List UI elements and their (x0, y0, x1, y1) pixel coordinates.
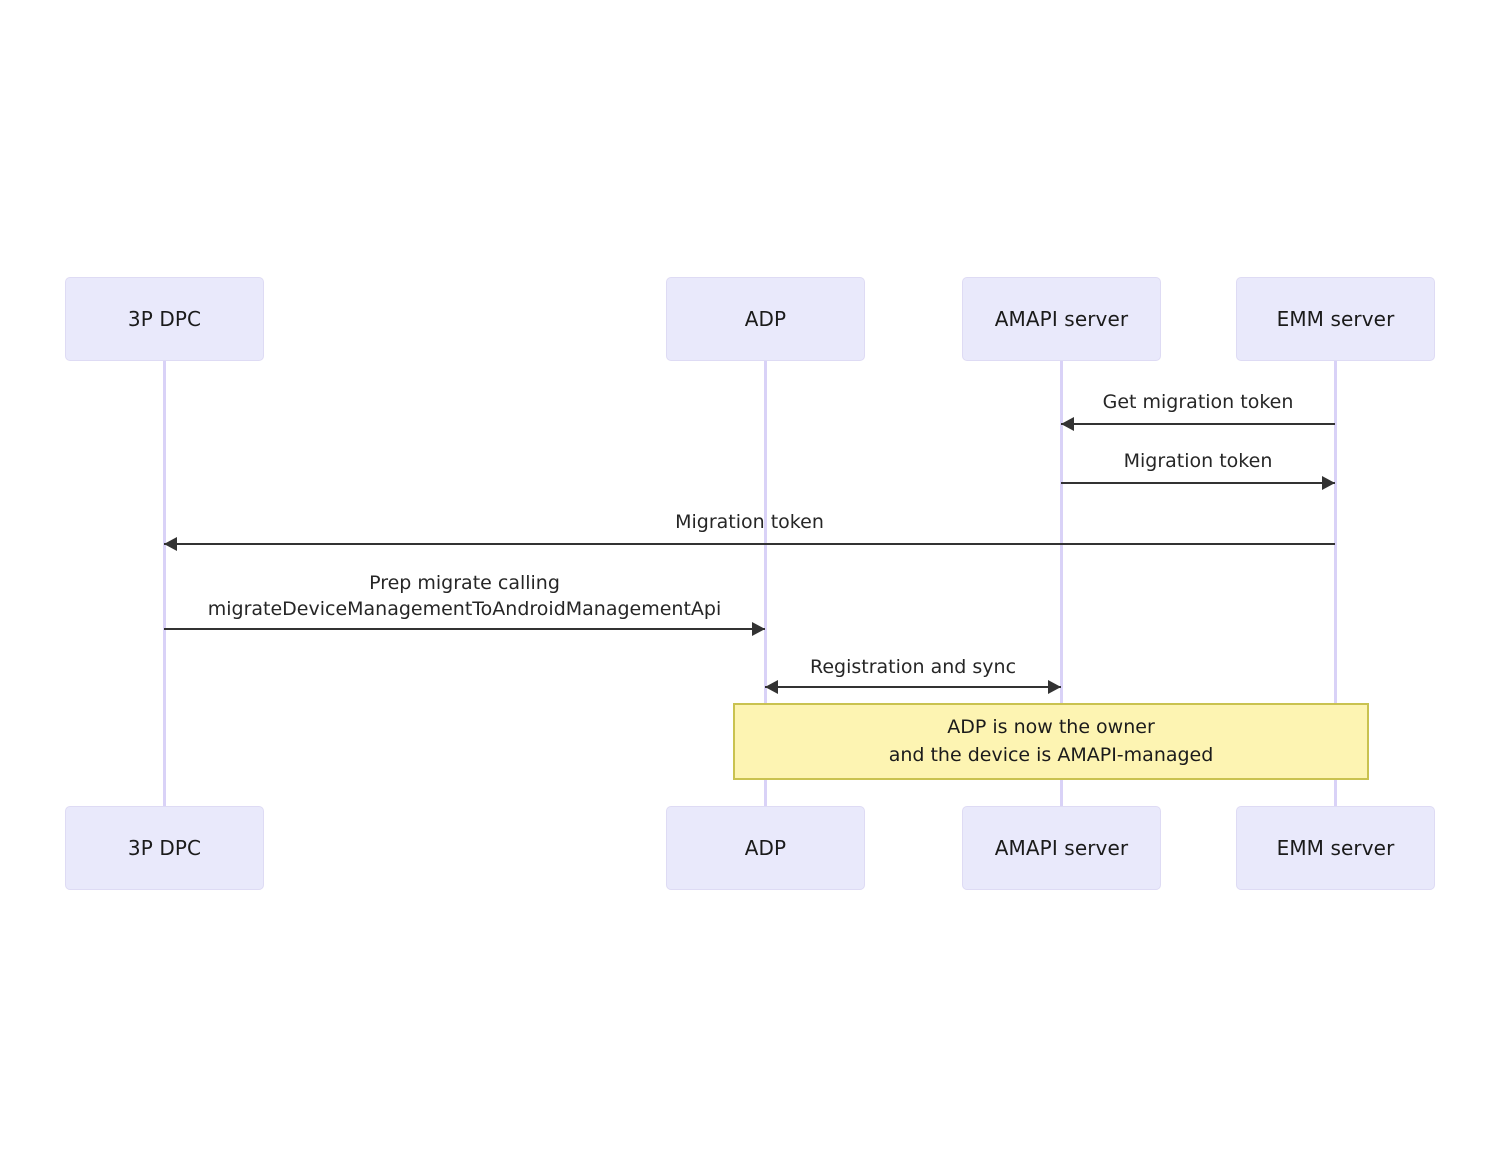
participant-box-bottom-dpc[interactable]: 3P DPC (65, 806, 264, 890)
participant-box-bottom-emm[interactable]: EMM server (1236, 806, 1435, 890)
arrow-head-left-m3 (164, 537, 177, 551)
participant-label-amapi: AMAPI server (994, 307, 1129, 331)
message-line-m3 (164, 543, 1335, 545)
arrow-head-right-m5 (1048, 680, 1061, 694)
note-n1: ADP is now the owner and the device is A… (733, 703, 1369, 780)
participant-label-adp: ADP (744, 307, 787, 331)
arrow-head-left-m1 (1061, 417, 1074, 431)
message-label-m2: Migration token (1123, 450, 1273, 472)
message-label-m3: Migration token (675, 511, 824, 533)
message-label-m1: Get migration token (1102, 391, 1294, 413)
message-line-m2 (1061, 482, 1335, 484)
participant-label-bottom-dpc: 3P DPC (127, 836, 202, 860)
lifeline-emm (1334, 361, 1337, 806)
participant-box-dpc[interactable]: 3P DPC (65, 277, 264, 361)
participant-label-dpc: 3P DPC (127, 307, 202, 331)
arrow-head-right-m4 (752, 622, 765, 636)
message-label-m4: Prep migrate calling migrateDeviceManage… (207, 572, 722, 620)
note-text-n1: ADP is now the owner and the device is A… (888, 715, 1214, 766)
participant-label-bottom-emm: EMM server (1276, 836, 1395, 860)
message-line-m4 (164, 628, 765, 630)
participant-label-emm: EMM server (1276, 307, 1395, 331)
participant-label-bottom-amapi: AMAPI server (994, 836, 1129, 860)
participant-box-bottom-amapi[interactable]: AMAPI server (962, 806, 1161, 890)
lifeline-adp (764, 361, 767, 806)
participant-box-adp[interactable]: ADP (666, 277, 865, 361)
arrow-head-right-m2 (1322, 476, 1335, 490)
participant-box-emm[interactable]: EMM server (1236, 277, 1435, 361)
message-line-m5 (765, 686, 1061, 688)
message-line-m1 (1061, 423, 1335, 425)
lifeline-dpc (163, 361, 166, 806)
participant-box-bottom-adp[interactable]: ADP (666, 806, 865, 890)
lifeline-amapi (1060, 361, 1063, 806)
participant-label-bottom-adp: ADP (744, 836, 787, 860)
participant-box-amapi[interactable]: AMAPI server (962, 277, 1161, 361)
arrow-head-left-m5 (765, 680, 778, 694)
message-label-m5: Registration and sync (809, 656, 1017, 678)
